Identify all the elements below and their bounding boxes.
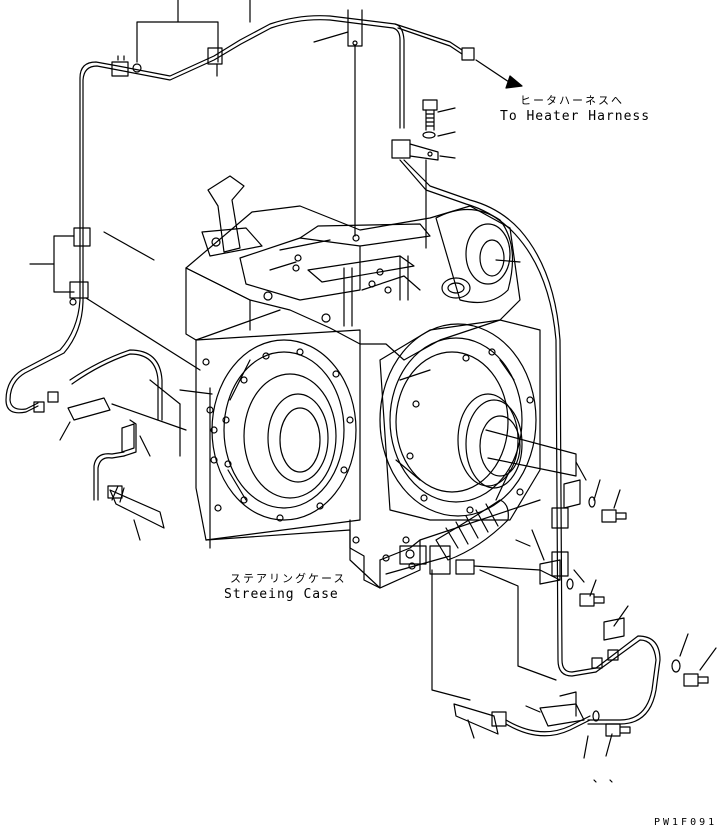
heater-harness-label-en: To Heater Harness [500,109,651,124]
left-sensor [60,350,212,548]
right-brackets [532,462,716,724]
heater-harness-label-jp: ヒータハーネスへ [520,94,624,107]
upper-harness [6,0,474,413]
steering-case-label-jp: ステアリングケース [230,572,347,585]
heater-arrow [476,60,522,88]
lower-sensor [400,500,630,782]
case-leader [386,556,450,574]
drawing-code: PW1F091 [654,817,718,828]
steering-case-label-en: Streeing Case [224,587,339,602]
steering-case [186,176,576,588]
top-bolt [392,100,596,676]
